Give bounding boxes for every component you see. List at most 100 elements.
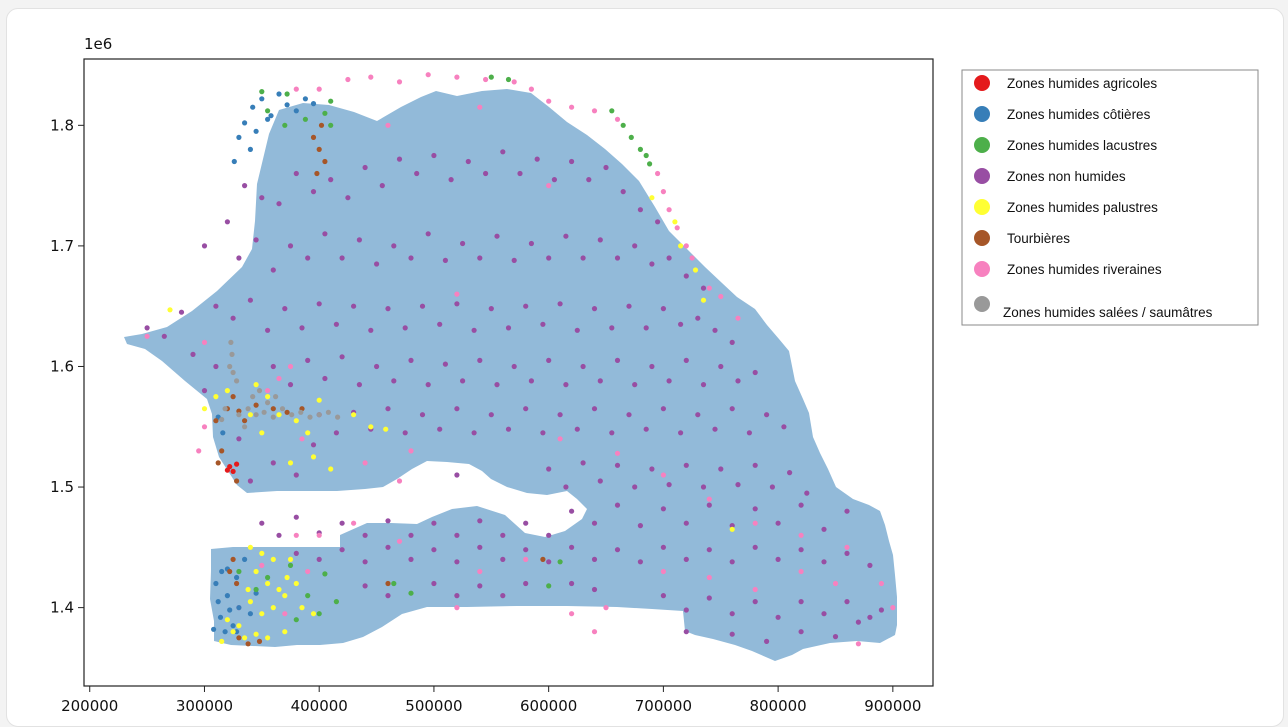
map-point — [325, 409, 331, 415]
map-point — [310, 442, 317, 448]
map-point — [580, 363, 586, 370]
map-point — [483, 76, 489, 83]
map-point — [230, 468, 236, 474]
map-point — [683, 556, 689, 563]
map-point — [368, 424, 374, 430]
map-point — [477, 357, 483, 363]
map-point — [242, 635, 248, 641]
map-point — [213, 394, 219, 400]
map-point — [293, 86, 299, 92]
map-point — [234, 461, 240, 467]
map-point — [265, 580, 271, 587]
map-point — [167, 307, 173, 313]
map-point — [454, 74, 460, 80]
map-point — [339, 255, 345, 261]
y-tick-label: 1.8 — [50, 116, 74, 134]
map-point — [284, 409, 290, 415]
map-point — [844, 550, 850, 557]
map-point — [523, 303, 529, 309]
map-point — [878, 607, 885, 613]
map-point — [289, 412, 295, 418]
map-point — [546, 466, 552, 472]
map-point — [284, 574, 290, 581]
map-point — [293, 550, 299, 557]
map-point — [655, 170, 661, 177]
map-point — [586, 177, 592, 183]
map-point — [287, 460, 294, 466]
map-point — [282, 306, 288, 312]
map-point — [557, 301, 563, 307]
map-point — [660, 472, 667, 478]
map-point — [729, 406, 735, 412]
map-point — [351, 520, 357, 526]
map-point — [242, 183, 248, 189]
map-point — [144, 333, 150, 339]
map-point — [236, 568, 242, 575]
map-point — [523, 556, 529, 563]
map-point — [265, 394, 271, 400]
map-point — [867, 614, 873, 620]
map-point — [265, 108, 271, 114]
map-point — [454, 301, 460, 307]
map-point — [637, 207, 644, 213]
map-point — [229, 351, 235, 357]
map-point — [437, 426, 443, 432]
map-point — [511, 363, 517, 370]
map-point — [454, 532, 460, 538]
map-point — [227, 568, 233, 575]
map-point — [637, 523, 644, 529]
map-point — [844, 599, 850, 605]
map-point — [494, 233, 500, 239]
map-point — [310, 189, 317, 195]
map-point — [540, 430, 546, 436]
map-point — [333, 430, 339, 436]
map-point — [345, 76, 351, 83]
map-point — [220, 430, 226, 436]
map-point — [666, 207, 672, 213]
map-point — [700, 285, 707, 291]
map-point — [683, 243, 689, 249]
series-tourbieres — [213, 122, 546, 647]
map-point — [798, 568, 804, 575]
map-point — [385, 306, 391, 312]
y-offset-label: 1e6 — [84, 35, 112, 53]
legend-label: Zones humides palustres — [1007, 200, 1158, 215]
map-point — [580, 460, 586, 466]
map-point — [310, 101, 317, 107]
map-point — [591, 629, 598, 635]
map-point — [234, 574, 240, 581]
map-point — [282, 122, 288, 128]
map-point — [483, 170, 489, 177]
map-point — [804, 490, 810, 496]
map-point — [256, 638, 263, 645]
map-point — [224, 467, 230, 473]
map-point — [287, 562, 294, 569]
map-point — [821, 526, 827, 532]
map-point — [488, 306, 494, 312]
map-point — [213, 418, 219, 424]
map-point — [230, 315, 236, 321]
map-point — [385, 580, 391, 587]
map-point — [236, 255, 242, 261]
map-point — [557, 412, 563, 418]
map-point — [322, 110, 328, 116]
map-point — [597, 478, 603, 484]
series-zones-humides-riveraines — [144, 72, 896, 647]
map-point — [247, 599, 253, 605]
map-point — [672, 219, 678, 225]
map-point — [230, 394, 236, 400]
map-point — [597, 378, 603, 384]
map-point — [242, 418, 248, 424]
map-point — [307, 414, 313, 420]
map-point — [362, 532, 368, 538]
map-point — [844, 508, 850, 514]
map-point — [385, 544, 391, 550]
map-point — [425, 72, 431, 78]
map-point — [752, 586, 758, 593]
map-point — [282, 593, 288, 599]
map-point — [362, 559, 368, 565]
map-point — [454, 593, 460, 599]
map-point — [746, 430, 753, 436]
map-point — [695, 315, 701, 321]
